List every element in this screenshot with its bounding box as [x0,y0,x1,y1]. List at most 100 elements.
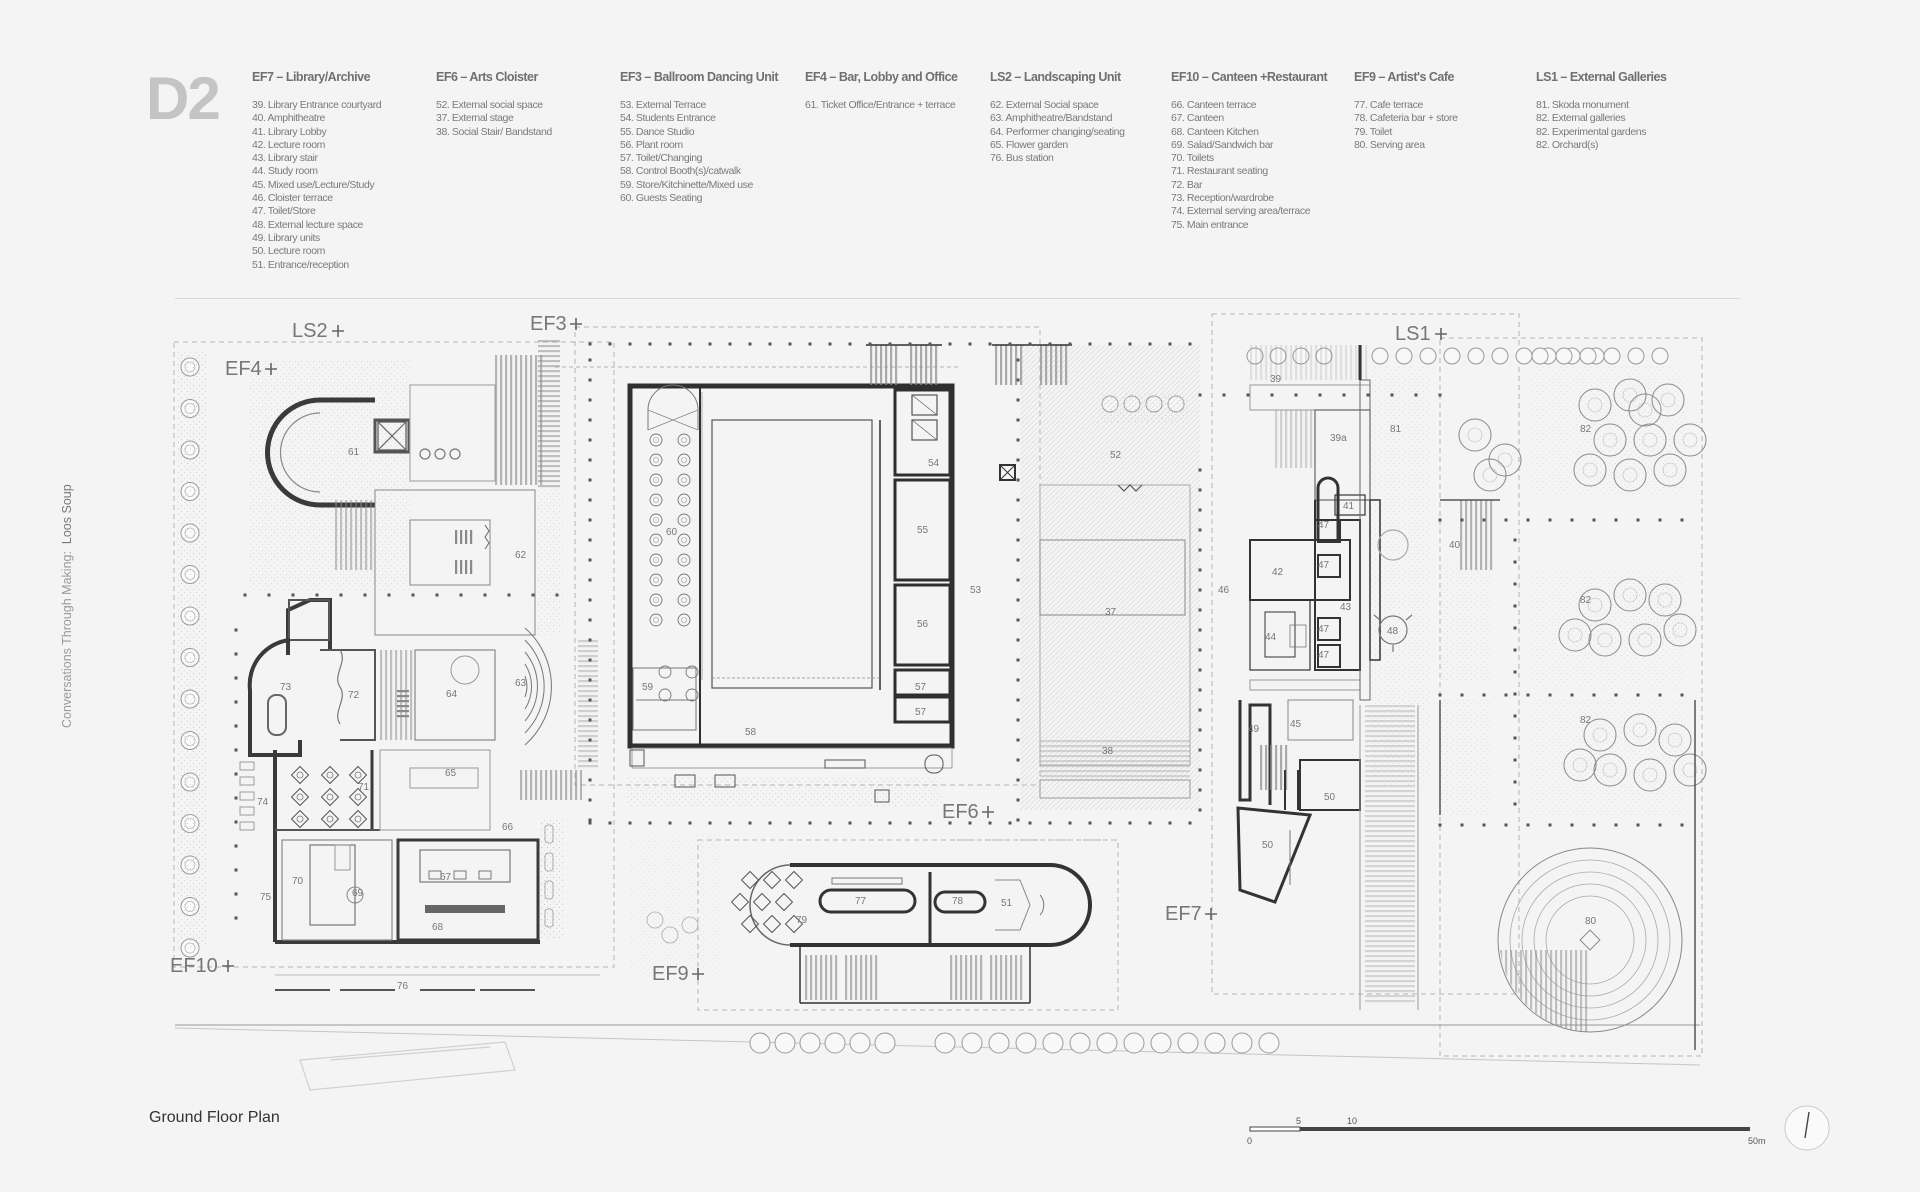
tree-icon [1627,347,1645,365]
column-icon [1016,538,1020,542]
column-icon [1016,718,1020,722]
bus-outline [299,1041,516,1091]
table-icon [653,457,659,463]
column-icon [848,342,852,346]
column-icon [1658,823,1662,827]
scale-bar: 0 5 10 50m [1247,1116,1766,1146]
column-icon [1570,823,1574,827]
room-number: 48 [1387,626,1399,637]
table-icon [681,457,687,463]
column-icon [1016,478,1020,482]
room-number: 73 [280,682,292,693]
table-icon [348,787,368,807]
table-icon [677,493,691,507]
table-icon [649,493,663,507]
column-icon [1188,821,1192,825]
column-icon [1614,693,1618,697]
crosshair-icon [982,806,994,818]
legend-title: EF6 – Arts Cloister [436,70,538,84]
column-icon [1438,518,1442,522]
column-icon [1016,658,1020,662]
column-icon [608,821,612,825]
tree-icon [1123,1032,1145,1054]
column-icon [234,796,238,800]
table-icon [681,477,687,483]
tree-icon [799,1032,821,1054]
column-icon [1294,393,1298,397]
table-icon [649,573,663,587]
north-arrow-icon [1784,1105,1830,1151]
column-icon [1198,528,1202,532]
tree-icon [1491,347,1509,365]
tree-icon [1395,347,1413,365]
column-icon [1526,518,1530,522]
column-icon [1198,628,1202,632]
column-icon [1028,821,1032,825]
legend-item: 73. Reception/wardrobe [1171,192,1274,205]
column-icon [928,342,932,346]
column-icon [234,700,238,704]
legend-item: 79. Toilet [1354,125,1392,138]
column-icon [588,558,592,562]
table-icon [544,824,554,844]
building-ef9 [749,863,1092,1004]
column-icon [1198,608,1202,612]
column-icon [555,593,559,597]
column-icon [1016,418,1020,422]
room-number: 64 [446,689,458,700]
column-icon [1068,342,1072,346]
legend-item: 46. Cloister terrace [252,192,333,205]
column-icon [1028,342,1032,346]
table-icon [649,513,663,527]
column-icon [868,342,872,346]
column-icon [1614,518,1618,522]
column-icon [1513,802,1517,806]
room-number: 60 [666,527,678,538]
column-icon [588,778,592,782]
column-icon [768,821,772,825]
table-icon [354,771,362,779]
column-icon [1592,518,1596,522]
crosshair-icon [332,325,344,337]
column-icon [1414,393,1418,397]
legend-item: 41. Library Lobby [252,125,327,138]
room-number: 55 [917,525,929,536]
table-icon [677,613,691,627]
table-icon [348,809,368,829]
room-number: 53 [970,585,982,596]
building-ls2 [335,489,565,636]
column-icon [588,458,592,462]
column-icon [1198,468,1202,472]
legend-item: 56. Plant room [620,138,683,151]
column-icon [1680,518,1684,522]
column-icon [668,342,672,346]
legend-item: 78. Cafeteria bar + store [1354,112,1458,125]
room-number: 54 [928,458,940,469]
bench-icon [239,821,255,831]
column-icon [1570,693,1574,697]
legend-item: 55. Dance Studio [620,125,695,138]
column-icon [1108,821,1112,825]
tree-icon [849,1032,871,1054]
unit-tag-ls1: LS1 [1395,323,1431,345]
legend-item: 65. Flower garden [990,138,1068,151]
room-number: 37 [1105,607,1117,618]
column-icon [1008,342,1012,346]
legend-item: 59. Store/Kitchinette/Mixed use [620,178,753,191]
tree-icon [1467,427,1483,443]
room-number: 82 [1580,595,1592,606]
legend-item: 47. Toilet/Store [252,205,316,218]
legend-title: LS2 – Landscaping Unit [990,70,1121,84]
column-icon [1198,548,1202,552]
table-icon [290,809,310,829]
table-icon [653,617,659,623]
table-icon [290,787,310,807]
tree-icon [1150,1032,1172,1054]
column-icon [1016,758,1020,762]
ls1-galleries [1359,499,1696,1050]
room-number: 63 [515,678,527,689]
column-icon [1460,693,1464,697]
table-icon [681,597,687,603]
